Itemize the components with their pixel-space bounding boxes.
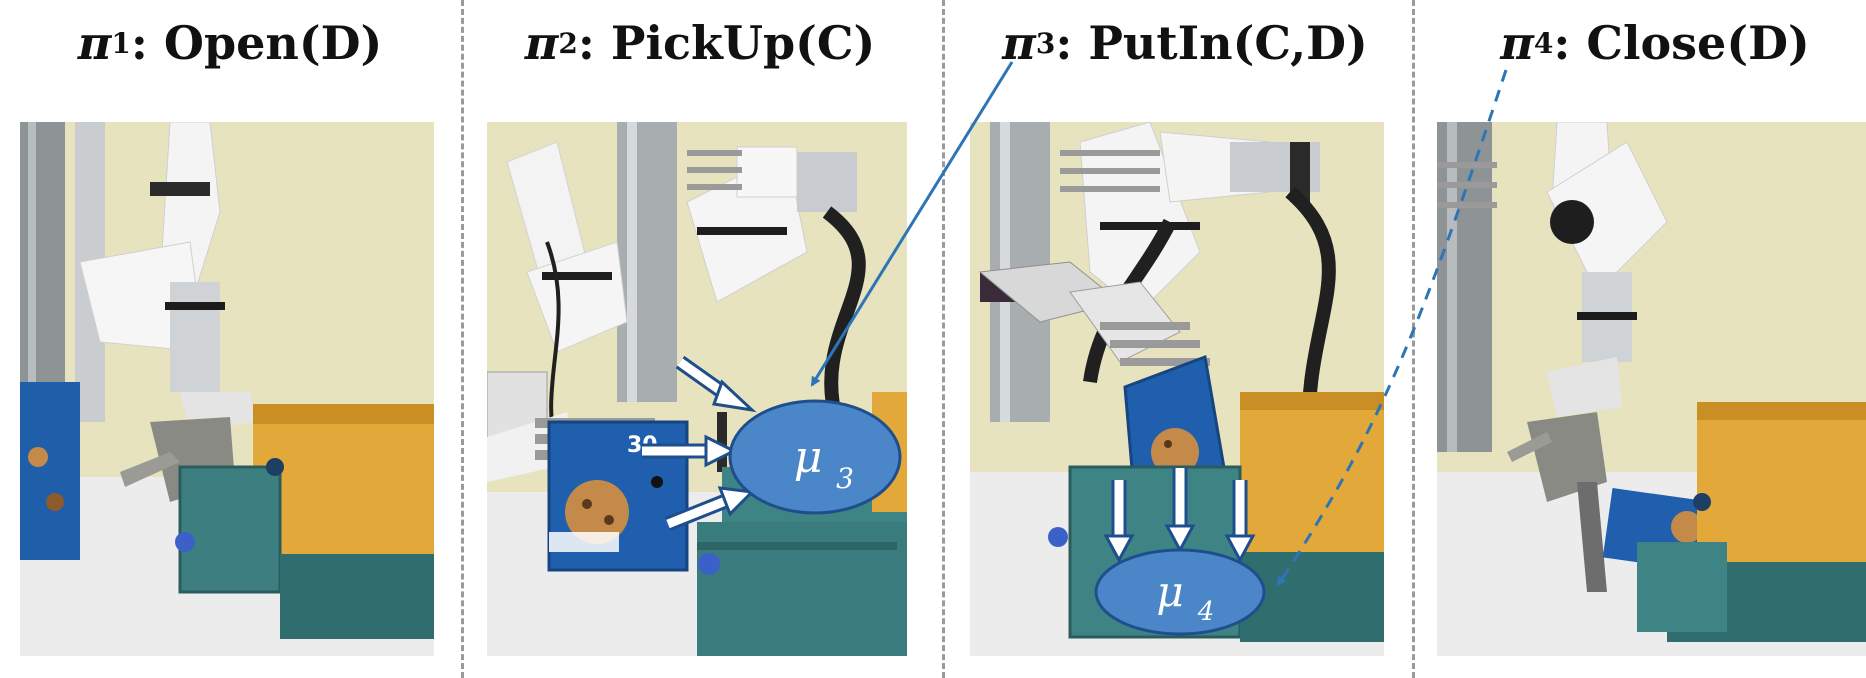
photo-put-in <box>970 122 1384 656</box>
photo-close-drawer <box>1437 122 1866 656</box>
title-symbol: π <box>1002 16 1036 70</box>
title-symbol: π <box>1500 16 1534 70</box>
title-text: : Open(D) <box>130 16 383 70</box>
title-symbol: π <box>524 16 559 70</box>
title-text: : Close(D) <box>1553 16 1810 70</box>
title-subscript: 2 <box>558 26 578 60</box>
title-subscript: 1 <box>111 26 131 60</box>
photo-pick-up: 30 <box>487 122 907 656</box>
photo-open-drawer <box>20 122 434 656</box>
title-symbol: π <box>77 16 112 70</box>
title-subscript: 3 <box>1035 26 1056 60</box>
cookie-box-number: 30 <box>627 433 658 458</box>
panel-divider <box>942 0 945 678</box>
title-text: : PutIn(C,D) <box>1055 16 1368 70</box>
panel-divider <box>1412 0 1415 678</box>
title-text: : PickUp(C) <box>577 16 876 70</box>
panel-divider <box>461 0 464 678</box>
title-subscript: 4 <box>1533 26 1554 60</box>
